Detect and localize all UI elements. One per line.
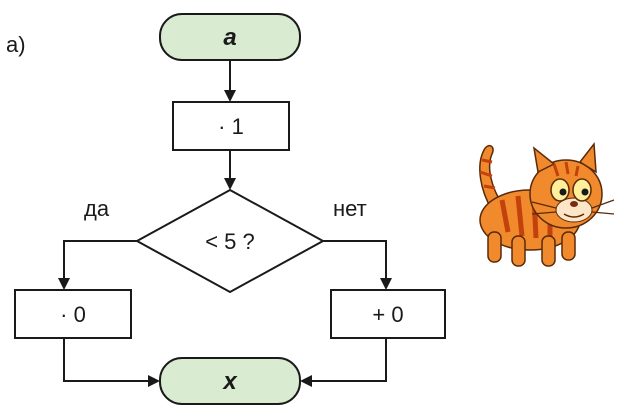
decision-label: < 5 ? [205, 229, 255, 254]
cat-illustration [479, 141, 615, 267]
end-terminal-label: x [221, 368, 238, 395]
subfigure-label: а) [6, 32, 26, 57]
end-terminal: x [159, 357, 301, 405]
start-terminal-label: a [223, 24, 236, 51]
no-action-label: + 0 [372, 302, 403, 327]
multiply-step-label: · 1 [218, 114, 244, 139]
edge-decision-no [323, 240, 392, 290]
multiply-step-box: · 1 [172, 101, 290, 151]
edge-yes-to-end [63, 338, 160, 387]
edge-decision-yes [58, 240, 137, 290]
no-branch-label: нет [333, 196, 367, 221]
yes-action-box: · 0 [14, 289, 132, 339]
no-action-box: + 0 [330, 289, 446, 339]
yes-action-label: · 0 [60, 302, 86, 327]
yes-branch-label: да [84, 196, 110, 221]
start-terminal: a [159, 13, 301, 61]
decision-diamond: < 5 ? [134, 188, 326, 294]
edge-no-to-end [300, 338, 387, 387]
